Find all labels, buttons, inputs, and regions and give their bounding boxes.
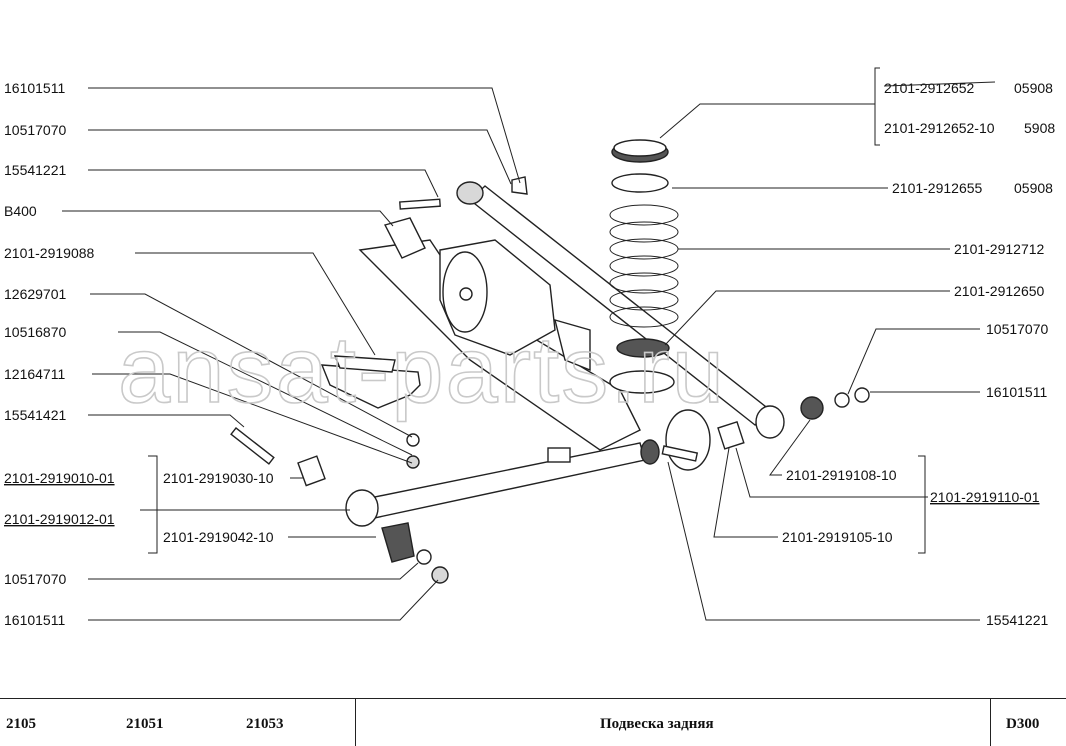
label-2101-2912650: 2101-2912650 (954, 283, 1045, 299)
label-10516870: 10516870 (4, 324, 67, 340)
hardware (230, 176, 870, 584)
page-code: D300 (1006, 716, 1040, 732)
model-21051: 21051 (126, 716, 164, 732)
footer-divider (990, 699, 991, 746)
label-2101-2912652-10: 2101-2912652-10 (884, 120, 995, 136)
label-2101-2919088: 2101-2919088 (4, 245, 95, 261)
label-2101-2912652: 2101-2912652 (884, 80, 975, 96)
label-12629701: 12629701 (4, 286, 67, 302)
label-2101-2919108-10: 2101-2919108-10 (786, 467, 897, 483)
title-block: 2105 21051 21053 Подвеска задняя D300 (0, 698, 1066, 746)
label-16101511-top: 16101511 (4, 80, 65, 96)
label-16101511-right: 16101511 (986, 384, 1047, 400)
label-2101-2912655: 2101-2912655 (892, 180, 983, 196)
suspension-diagram: 16101511 10517070 15541221 B400 2101-291… (4, 67, 1055, 628)
watermark: ansat-parts.ru (118, 317, 726, 422)
label-15541421: 15541421 (4, 407, 67, 423)
label-2101-2919105-10: 2101-2919105-10 (782, 529, 893, 545)
label-10517070-right: 10517070 (986, 321, 1049, 337)
label-15541221-right: 15541221 (986, 612, 1049, 628)
label-b400: B400 (4, 203, 37, 219)
page-title: Подвеска задняя (600, 716, 714, 732)
label-2101-2919030-10: 2101-2919030-10 (163, 470, 274, 486)
label-15541221-left: 15541221 (4, 162, 67, 178)
label-10517070-top: 10517070 (4, 122, 67, 138)
upper-rod (456, 181, 785, 439)
bracket (320, 355, 421, 409)
leader-lines-right (659, 67, 980, 621)
label-10517070-bottom: 10517070 (4, 571, 67, 587)
label-5908: 5908 (1024, 120, 1055, 136)
label-2101-2919010-01: 2101-2919010-01 (4, 470, 115, 486)
label-05908-a: 05908 (1014, 80, 1053, 96)
label-12164711: 12164711 (4, 366, 65, 382)
label-2101-2912712: 2101-2912712 (954, 241, 1045, 257)
label-16101511-bottom: 16101511 (4, 612, 65, 628)
label-2101-2919012-01: 2101-2919012-01 (4, 511, 115, 527)
model-21053: 21053 (246, 716, 284, 732)
axle-housing (358, 217, 641, 451)
label-2101-2919042-10: 2101-2919042-10 (163, 529, 274, 545)
model-2105: 2105 (6, 716, 36, 732)
footer-divider (355, 699, 356, 746)
leader-lines-left (62, 87, 521, 621)
lower-rod (345, 442, 646, 527)
label-2101-2919110-01: 2101-2919110-01 (930, 489, 1040, 505)
label-05908-b: 05908 (1014, 180, 1053, 196)
coil-spring (609, 139, 679, 394)
